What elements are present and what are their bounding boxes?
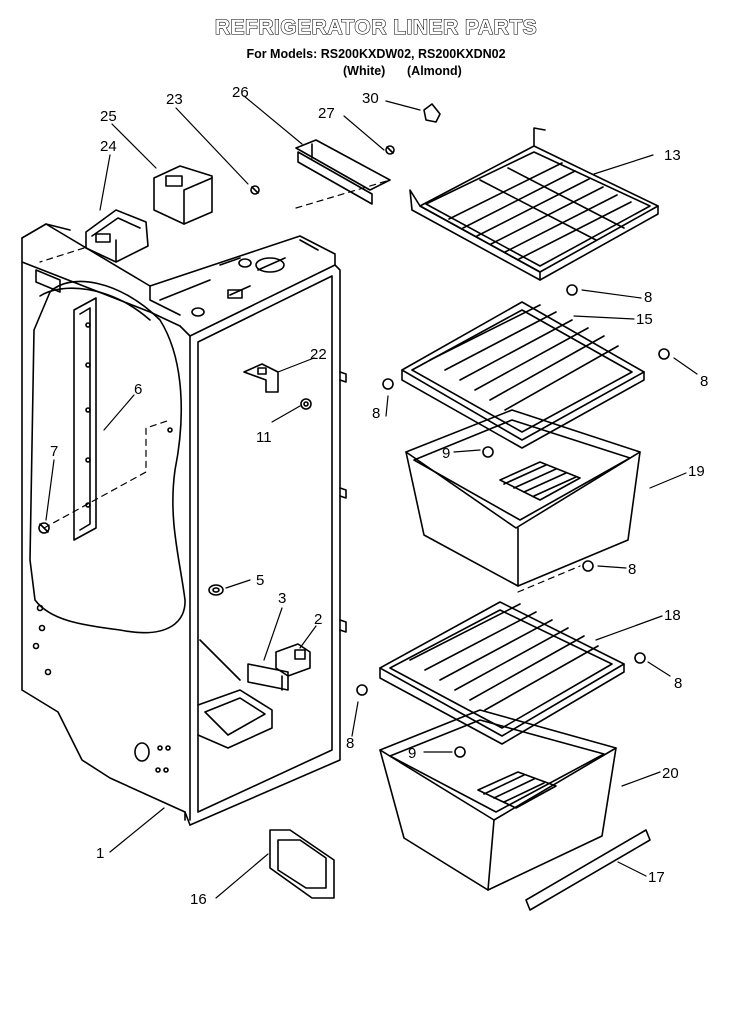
callout-3: 3 [278, 590, 286, 607]
callout-6: 6 [134, 381, 142, 398]
part-17-trim-strip [525, 829, 651, 911]
callout-2: 2 [314, 611, 322, 628]
callout-20: 20 [662, 765, 679, 782]
callout-18: 18 [664, 607, 681, 624]
callout-26: 26 [232, 84, 249, 101]
leader-lines [45, 95, 698, 899]
callout-22: 22 [310, 346, 327, 363]
callout-11: 11 [256, 429, 272, 446]
part-18-glass-shelf [379, 601, 625, 745]
callout-8-b: 8 [700, 373, 708, 390]
callout-16: 16 [190, 891, 207, 908]
part-30-clip [423, 103, 441, 123]
assembly-lines [39, 179, 581, 593]
part-24-module [85, 209, 149, 263]
cabinet-liner [21, 223, 347, 826]
callout-25: 25 [100, 108, 117, 125]
callout-8-a: 8 [644, 289, 652, 306]
callout-30: 30 [362, 90, 379, 107]
callout-15: 15 [636, 311, 653, 328]
callout-8-c: 8 [372, 405, 380, 422]
callout-1: 1 [96, 845, 104, 862]
part-13-wire-shelf [409, 127, 659, 281]
part-15-glass-shelf [401, 301, 645, 449]
models-line: For Models: RS200KXDW02, RS200KXDN02 [246, 47, 506, 61]
part-2-bracket [275, 643, 311, 677]
part-3-plate [247, 663, 289, 691]
callout-9-a: 9 [442, 445, 450, 462]
part-23-screw [250, 185, 260, 195]
part-19-crisper-drawer [405, 409, 641, 587]
callout-24: 24 [100, 138, 117, 155]
part-16-panel [269, 829, 335, 899]
callout-8-f: 8 [346, 735, 354, 752]
part-26-rail [295, 139, 391, 205]
diagram-title: REFRIGERATOR LINER PARTS [214, 15, 538, 39]
part-25-housing [153, 165, 213, 225]
callout-9-b: 9 [408, 745, 416, 762]
callout-5: 5 [256, 572, 264, 589]
callout-27: 27 [318, 105, 335, 122]
part-11-screw [300, 398, 312, 410]
color-white-label: (White) [343, 64, 386, 78]
part-22-bracket [243, 363, 279, 393]
callout-8-d: 8 [628, 561, 636, 578]
callout-7: 7 [50, 443, 58, 460]
callout-labels: 1 2 3 5 6 7 8 8 8 8 8 8 9 9 11 13 15 16 … [50, 84, 708, 908]
callout-19: 19 [688, 463, 705, 480]
fasteners [356, 284, 670, 758]
callout-17: 17 [648, 869, 665, 886]
callout-8-e: 8 [674, 675, 682, 692]
callout-23: 23 [166, 91, 183, 108]
part-27-screw [385, 145, 395, 155]
part-20-crisper-drawer [379, 709, 617, 891]
callout-13: 13 [664, 147, 681, 164]
color-almond-label: (Almond) [407, 64, 462, 78]
